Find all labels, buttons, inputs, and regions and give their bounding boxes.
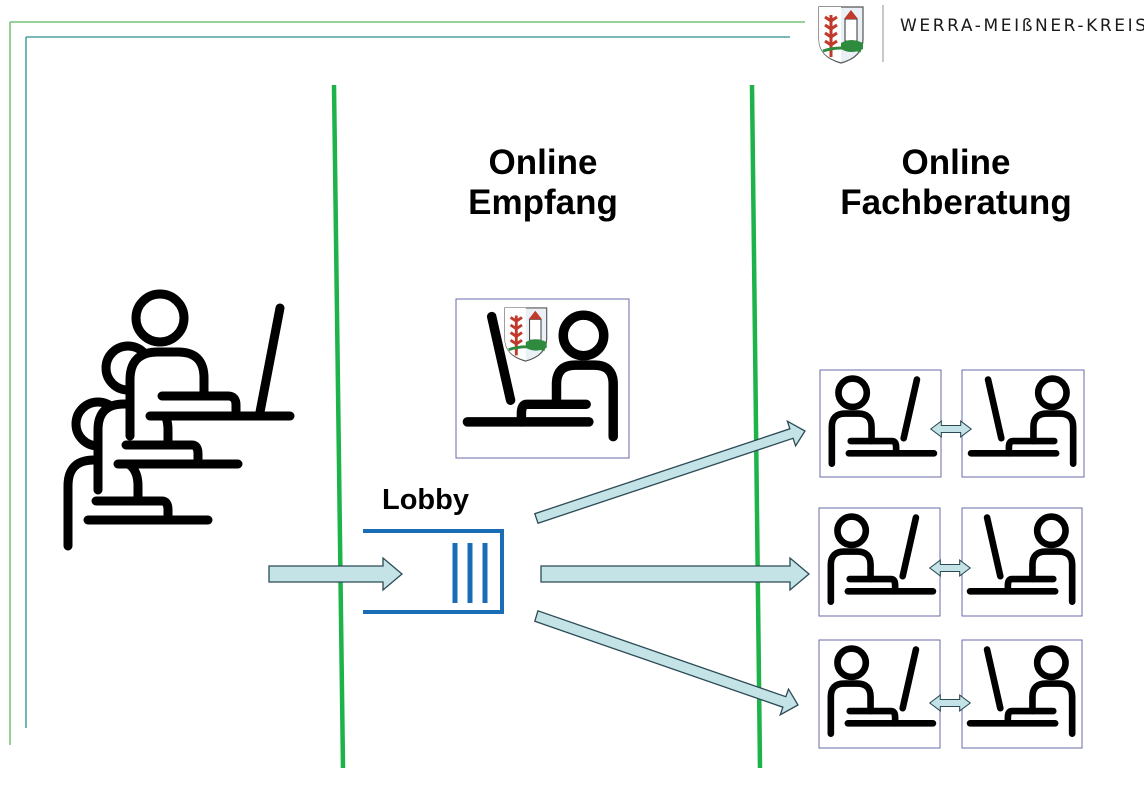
lobby-queue-icon xyxy=(363,529,504,614)
organization-name: WERRA-MEIßNER-KREIS xyxy=(900,16,1144,36)
lobby-label: Lobby xyxy=(382,484,469,516)
reception-logo-icon xyxy=(504,307,548,362)
reception-column-title: Online Empfang xyxy=(443,143,643,223)
reception-title-line1: Online xyxy=(488,143,598,182)
visitor-icon-front xyxy=(125,289,295,441)
consultation-title-line2: Fachberatung xyxy=(840,183,1072,222)
arrow-to-lobby xyxy=(268,556,404,592)
arrow-to-room-2 xyxy=(540,556,811,592)
arrow-to-room-3 xyxy=(534,609,799,717)
consultation-room-3 xyxy=(818,639,1083,749)
waiting-visitors-group xyxy=(68,289,295,546)
slide-frame xyxy=(9,5,884,745)
consultation-title-line1: Online xyxy=(901,143,1011,182)
consultation-column-title: Online Fachberatung xyxy=(806,143,1106,223)
divider-right xyxy=(749,84,763,769)
coat-of-arms-icon xyxy=(818,6,864,64)
reception-agent-box xyxy=(455,298,630,459)
consultation-room-1 xyxy=(819,369,1085,478)
divider-left xyxy=(331,84,346,769)
consultation-room-2 xyxy=(818,507,1083,617)
arrow-to-room-1 xyxy=(533,419,806,525)
reception-title-line2: Empfang xyxy=(468,183,618,222)
